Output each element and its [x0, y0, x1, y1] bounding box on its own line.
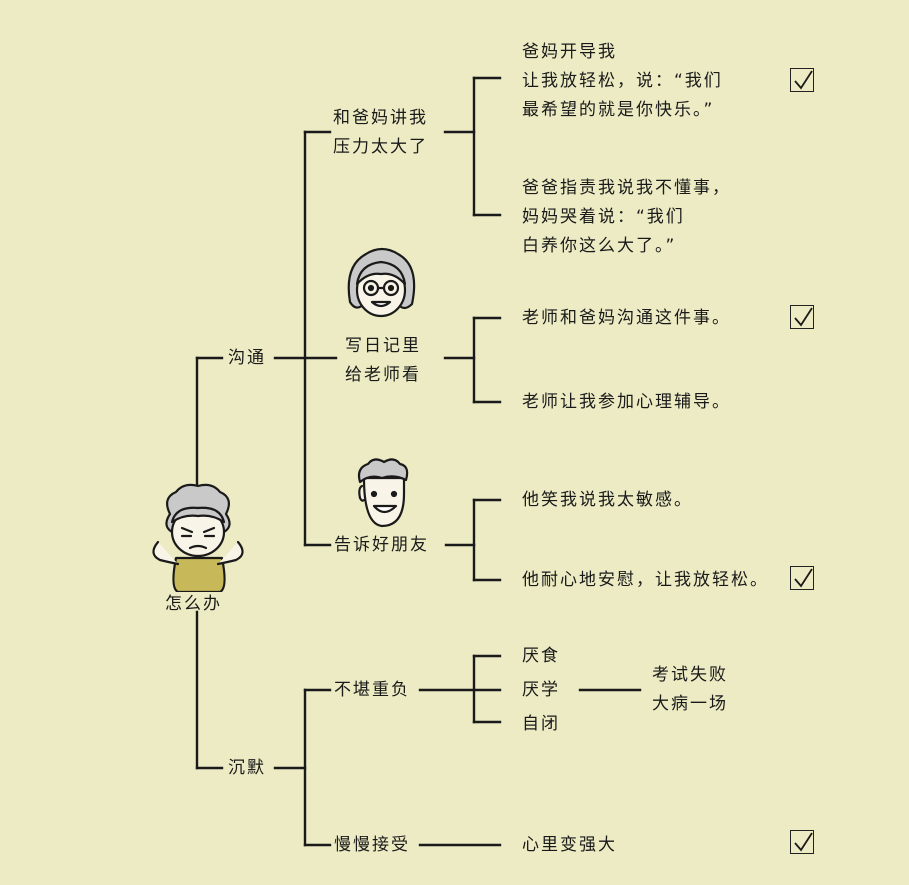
teacher-glasses-icon	[347, 247, 416, 318]
consequence-text: 考试失败 大病一场	[652, 661, 728, 719]
outcome-line: 心里变强大	[522, 835, 617, 855]
outcome-line: 爸妈开导我	[522, 42, 617, 62]
outcome-line: 他笑我说我太敏感。	[522, 490, 693, 510]
child-label-line: 不堪重负	[334, 680, 410, 700]
child-diary-teacher: 写日记里 给老师看	[345, 332, 421, 390]
child-label-line: 和爸妈讲我	[333, 108, 428, 128]
worried-girl-icon	[152, 483, 244, 592]
child-label-line: 告诉好朋友	[334, 535, 429, 555]
outcome-teacher-counseling: 老师让我参加心理辅导。	[522, 388, 731, 417]
outcome-line: 最希望的就是你快乐。”	[522, 100, 715, 120]
child-tell-parents: 和爸妈讲我 压力太大了	[333, 104, 428, 162]
root-label: 怎么办	[165, 594, 222, 614]
outcome-teacher-talks: 老师和爸妈沟通这件事。	[522, 304, 731, 333]
branch-communicate: 沟通	[228, 348, 266, 368]
outcome-line: 让我放轻松，说：“我们	[522, 71, 723, 91]
outcome-line: 老师和爸妈沟通这件事。	[522, 308, 731, 328]
consequence-line: 考试失败	[652, 665, 728, 685]
outcome-line: 白养你这么大了。”	[522, 236, 677, 256]
check-mark-icon	[790, 830, 814, 854]
check-mark-icon	[790, 68, 814, 92]
outcome-line: 老师让我参加心理辅导。	[522, 392, 731, 412]
check-mark-icon	[790, 566, 814, 590]
child-overwhelmed: 不堪重负	[334, 676, 410, 705]
child-label-line: 写日记里	[345, 336, 421, 356]
child-label-line: 给老师看	[345, 365, 421, 385]
symptom-item: 自闭	[522, 714, 560, 734]
consequence-line: 大病一场	[652, 694, 728, 714]
outcome-parents-blame: 爸爸指责我说我不懂事， 妈妈哭着说：“我们 白养你这么大了。”	[522, 174, 731, 261]
outcome-friend-comforts: 他耐心地安慰，让我放轻松。	[522, 566, 769, 595]
branch-silence: 沉默	[228, 758, 266, 778]
check-mark-icon	[790, 305, 814, 329]
outcome-line: 爸爸指责我说我不懂事，	[522, 178, 731, 198]
friend-boy-icon	[357, 458, 409, 528]
child-accept: 慢慢接受	[334, 831, 410, 860]
child-tell-friend: 告诉好朋友	[334, 531, 429, 560]
symptom-item: 厌学	[522, 680, 560, 700]
child-label-line: 压力太大了	[333, 137, 428, 157]
symptom-item: 厌食	[522, 646, 560, 666]
outcome-stronger: 心里变强大	[522, 831, 617, 860]
child-label-line: 慢慢接受	[334, 835, 410, 855]
outcome-line: 他耐心地安慰，让我放轻松。	[522, 570, 769, 590]
outcome-parents-comfort: 爸妈开导我 让我放轻松，说：“我们 最希望的就是你快乐。”	[522, 38, 723, 125]
outcome-line: 妈妈哭着说：“我们	[522, 207, 685, 227]
outcome-friend-laughs: 他笑我说我太敏感。	[522, 486, 693, 515]
